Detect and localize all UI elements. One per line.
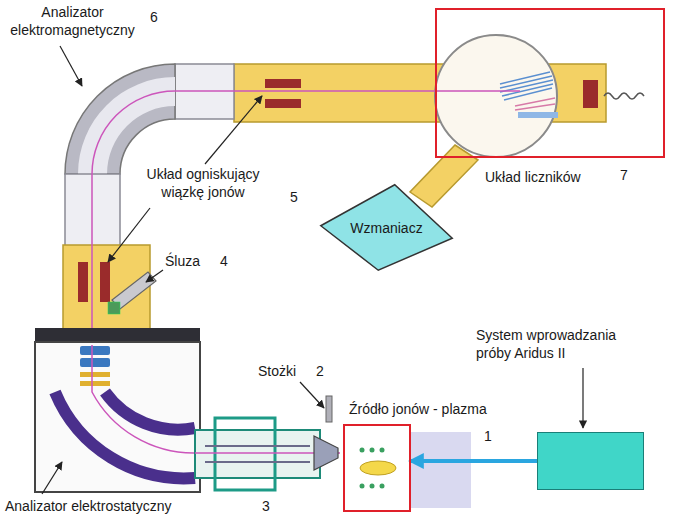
part-name: Analizator elektrostatyczny xyxy=(5,497,172,515)
amplifier-box: Wzmaniacz xyxy=(318,183,455,272)
detector-magnet xyxy=(583,80,598,108)
callout-number: 5 xyxy=(290,188,298,206)
part-name: Śluza xyxy=(165,252,200,270)
sample-intro-box: System wprowadzania próby Aridus II xyxy=(537,432,644,490)
callout-number: 2 xyxy=(316,362,324,380)
lock-valve-tip xyxy=(108,302,120,314)
part-name: Układ ogniskujący wiązkę jonów xyxy=(128,165,278,201)
leader-lines xyxy=(42,46,583,494)
focus-lens xyxy=(78,262,88,302)
node-heading: System wprowadzania próby Aridus II xyxy=(476,326,651,362)
slit xyxy=(80,358,110,367)
part-name: Stożki xyxy=(258,362,296,380)
ion-lens-rods xyxy=(205,446,310,462)
ion-beam xyxy=(92,345,195,453)
detector-box: Układ liczników xyxy=(435,8,665,158)
plasma-chamber xyxy=(350,430,405,506)
flange xyxy=(35,328,200,342)
slit xyxy=(80,346,110,355)
ion-source-box: Źródło jonów - plazma xyxy=(343,424,411,512)
transfer-optics xyxy=(215,418,275,490)
node-heading: Źródło jonów - plazma xyxy=(349,400,487,418)
part-name: Analizator elektromagnetyczny xyxy=(5,3,140,39)
detector-chamber xyxy=(435,35,557,157)
sampling-cones xyxy=(314,436,338,470)
torch-housing xyxy=(411,432,471,508)
focus-lens xyxy=(100,262,110,302)
sample-flow-arrow xyxy=(411,459,537,463)
callout-number: 4 xyxy=(220,252,228,270)
ion-beam xyxy=(92,91,520,345)
ion-paths xyxy=(515,98,555,110)
rf-coil xyxy=(360,448,385,489)
plasma xyxy=(360,461,396,475)
esa-plate xyxy=(105,392,195,430)
faraday-cups xyxy=(500,72,553,100)
callout-number: 7 xyxy=(620,166,628,184)
focus-lens xyxy=(265,99,301,108)
ion-counter xyxy=(518,112,558,118)
signal-wave xyxy=(604,93,644,99)
slit xyxy=(80,381,110,386)
callout-number: 6 xyxy=(150,8,158,26)
callout-number: 3 xyxy=(262,497,270,515)
callout-number: 1 xyxy=(484,427,492,445)
amplifier-neck xyxy=(410,145,478,207)
cone-plate xyxy=(326,396,332,422)
node-label: Wzmaniacz xyxy=(350,219,422,237)
slit xyxy=(80,372,110,377)
esa-plate xyxy=(55,392,195,478)
magnetic-sector xyxy=(65,64,175,174)
node-heading: Układ liczników xyxy=(485,168,581,186)
esa-housing xyxy=(35,342,200,492)
focus-lens xyxy=(265,79,301,88)
amplifier-shape xyxy=(321,185,453,270)
